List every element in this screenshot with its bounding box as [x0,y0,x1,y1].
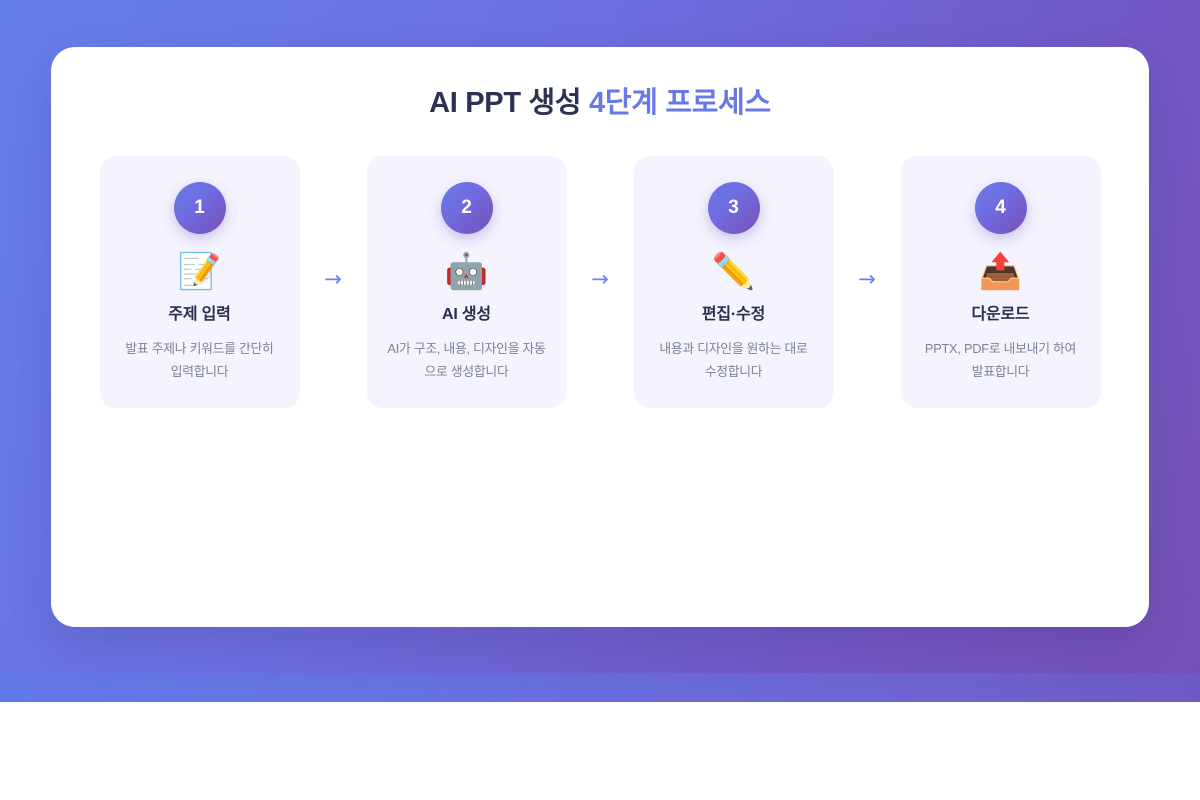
process-step-card-2[interactable]: 2 🤖 AI 생성 AI가 구조, 내용, 디자인을 자동으로 생성합니다 [366,156,567,408]
outbox-tray-icon: 📤 [978,252,1023,293]
process-step-card-3[interactable]: 3 ✏️ 편집·수정 내용과 디자인을 원하는 대로 수정합니다 [633,156,834,408]
secondary-gradient-band [0,673,1200,702]
page-title-accent: 4단계 프로세스 [589,87,771,119]
step-description-2: AI가 구조, 내용, 디자인을 자동으로 생성합니다 [387,341,546,379]
memo-icon: 📝 [177,252,222,293]
pencil-icon: ✏️ [711,252,756,293]
arrow-right-icon-2: → [591,267,609,292]
arrow-right-icon-3: → [858,267,876,292]
step-title-4: 다운로드 [971,306,1030,324]
step-number-badge-3: 3 [707,182,760,235]
step-title-3: 편집·수정 [701,306,766,324]
step-description-3: 내용과 디자인을 원하는 대로 수정합니다 [659,341,808,379]
page-footer-whitespace [0,702,1200,800]
step-number-badge-4: 4 [974,182,1027,235]
page-title: AI PPT 생성 4단계 프로세스 [51,85,1149,121]
arrow-right-icon-1: → [324,267,342,292]
step-description-4: PPTX, PDF로 내보내기 하여 발표합니다 [924,341,1077,379]
page-title-primary: AI PPT 생성 [429,87,582,119]
step-title-2: AI 생성 [442,306,491,324]
step-number-badge-2: 2 [440,182,493,235]
robot-icon: 🤖 [444,252,489,293]
process-step-card-4[interactable]: 4 📤 다운로드 PPTX, PDF로 내보내기 하여 발표합니다 [900,156,1101,408]
step-description-1: 발표 주제나 키워드를 간단히 입력합니다 [125,341,274,379]
step-title-1: 주제 입력 [168,306,231,324]
process-step-card-1[interactable]: 1 📝 주제 입력 발표 주제나 키워드를 간단히 입력합니다 [99,156,300,408]
step-number-badge-1: 1 [173,182,226,235]
process-content-card: AI PPT 생성 4단계 프로세스 1 📝 주제 입력 발표 주제나 키워드를… [51,47,1149,627]
process-steps-row: 1 📝 주제 입력 발표 주제나 키워드를 간단히 입력합니다 → 2 🤖 AI… [51,156,1149,408]
